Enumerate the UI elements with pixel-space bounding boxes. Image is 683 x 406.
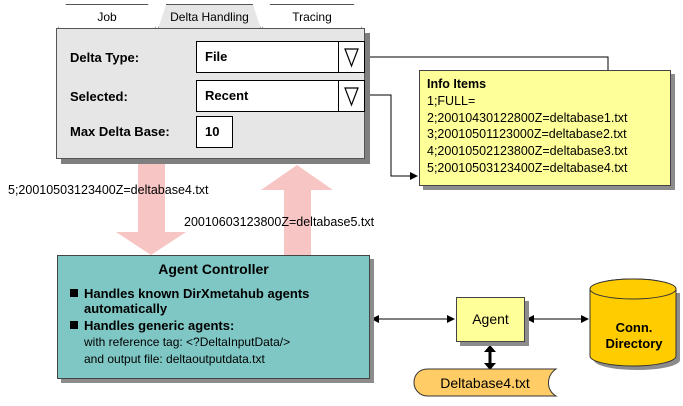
- info-item: 1;FULL=: [427, 93, 476, 108]
- reference-tag-text: with reference tag: <?DeltaInputData/>: [84, 335, 291, 349]
- output-file-text: and output file: deltaoutputdata.txt: [84, 352, 265, 366]
- bullet-square-icon: [70, 321, 78, 329]
- directory-cylinder: [589, 278, 680, 370]
- bullet-square-icon: [70, 289, 78, 297]
- deltabase-shape: [413, 368, 558, 397]
- bullet-text: Handles generic agents:: [84, 318, 235, 333]
- chevron-down-icon: [344, 48, 359, 68]
- delta-type-select[interactable]: File: [196, 41, 340, 73]
- chevron-down-icon: [344, 87, 359, 107]
- info-item: 5;20010503123400Z=deltabase4.txt: [427, 160, 628, 175]
- up-flow-arrow: [261, 165, 333, 255]
- up-arrow-note: 20010603123800Z=deltabase5.txt: [184, 215, 375, 229]
- tab-delta-handling[interactable]: Delta Handling: [158, 4, 261, 29]
- directory-label-line1: Conn.: [615, 320, 653, 335]
- max-delta-base-input[interactable]: 10: [196, 116, 233, 148]
- info-item: 2;20010430122800Z=deltabase1.txt: [427, 110, 628, 125]
- delta-type-dropdown-button[interactable]: [338, 41, 365, 73]
- deltabase-file-label: Deltabase4.txt: [440, 375, 530, 391]
- info-item: 4;20010502123800Z=deltabase3.txt: [427, 144, 628, 159]
- down-flow-arrow: [116, 160, 186, 255]
- info-items-box: Info Items 1;FULL= 2;20010430122800Z=del…: [419, 70, 671, 186]
- agent-controller-title: Agent Controller: [158, 261, 269, 277]
- max-delta-base-label: Max Delta Base:: [70, 124, 170, 139]
- bullet-generic-agents: Handles generic agents:: [70, 318, 234, 333]
- agent-deltabase-connector: [484, 345, 496, 370]
- bullet-known-agents: Handles known DirXmetahub agents: [70, 286, 309, 301]
- tab-job[interactable]: Job: [58, 4, 156, 29]
- agent-controller-box: Agent Controller Handles known DirXmetah…: [57, 255, 370, 379]
- selected-label: Selected:: [70, 89, 128, 104]
- agent-box: Agent: [456, 297, 525, 342]
- info-items-title: Info Items: [427, 77, 487, 91]
- delta-type-label: Delta Type:: [70, 50, 140, 65]
- info-item: 3;20010501123000Z=deltabase2.txt: [427, 127, 627, 142]
- connected-directory-label: Conn. Directory: [590, 320, 678, 352]
- selected-select[interactable]: Recent: [196, 80, 340, 112]
- delta-handling-panel: Delta Type: Selected: Max Delta Base: Fi…: [56, 28, 365, 159]
- bullet-text: Handles known DirXmetahub agents: [84, 286, 310, 301]
- down-arrow-note: 5;20010503123400Z=deltabase4.txt: [8, 183, 209, 197]
- selected-dropdown-button[interactable]: [338, 80, 365, 112]
- selected-connector: [366, 94, 418, 180]
- directory-label-line2: Directory: [605, 336, 663, 351]
- tab-tracing[interactable]: Tracing: [262, 4, 362, 29]
- bullet-known-agents-cont: automatically: [84, 301, 168, 316]
